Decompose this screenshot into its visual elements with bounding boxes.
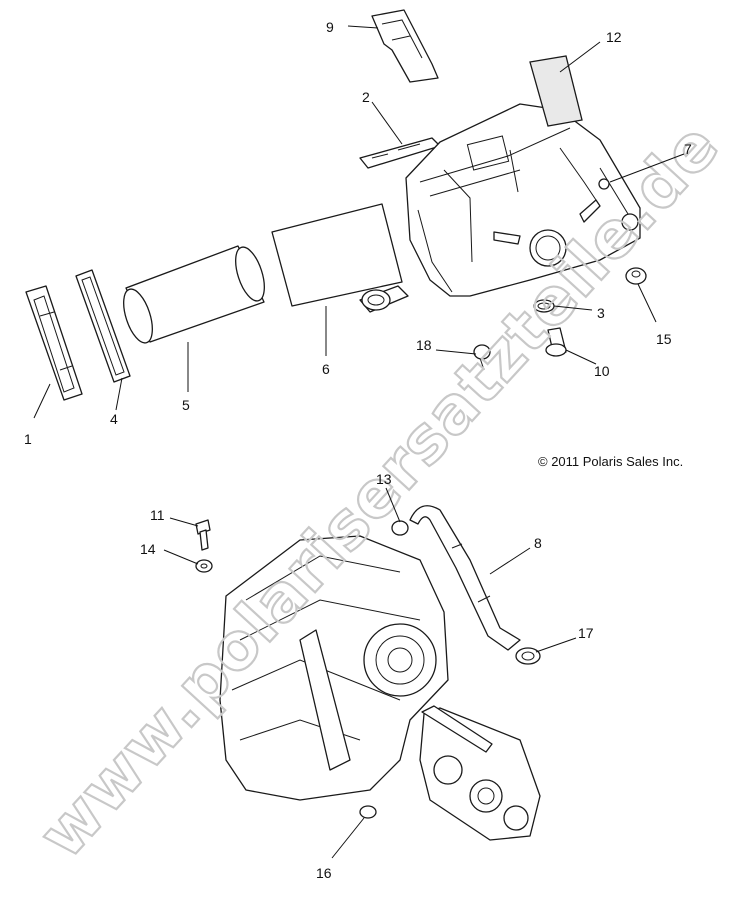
- leader-lines: [33, 25, 685, 859]
- callout-1: 1: [24, 431, 32, 447]
- airbox-housing: [359, 103, 641, 313]
- callout-12: 12: [606, 29, 622, 45]
- part-10-drain: [545, 327, 567, 357]
- part-18-clamp: [473, 344, 491, 371]
- callout-7: 7: [684, 141, 692, 157]
- part-12-decal: [529, 55, 583, 127]
- callout-16: 16: [316, 865, 332, 881]
- callout-6: 6: [322, 361, 330, 377]
- callout-8: 8: [534, 535, 542, 551]
- part-17-clamp: [515, 647, 541, 665]
- callout-11: 11: [150, 507, 165, 523]
- callout-3: 3: [597, 305, 605, 321]
- callout-17: 17: [578, 625, 594, 641]
- part-15-grommet: [625, 267, 647, 285]
- callout-15: 15: [656, 331, 672, 347]
- callout-14: 14: [140, 541, 156, 557]
- callout-10: 10: [594, 363, 610, 379]
- callout-9: 9: [326, 19, 334, 35]
- part-11-bolt: [195, 519, 211, 551]
- part-16-fastener: [359, 805, 377, 819]
- throttle-body: [419, 705, 541, 841]
- copyright-text: © 2011 Polaris Sales Inc.: [538, 454, 683, 469]
- callout-18: 18: [416, 337, 432, 353]
- part-8-hose: [409, 505, 521, 651]
- part-6-filter-wrap: [271, 203, 403, 307]
- callout-labels: 1 2 3 4 5 6 7 8 9 10 11 12 13 14 15 16 1…: [24, 19, 692, 881]
- part-1-cover: [25, 285, 83, 401]
- callout-2: 2: [362, 89, 370, 105]
- part-3-oring: [533, 299, 555, 313]
- part-14-washer: [195, 559, 213, 573]
- part-5-filter: [123, 245, 265, 344]
- part-4-gasket: [75, 269, 131, 383]
- callout-13: 13: [376, 471, 392, 487]
- callout-4: 4: [110, 411, 118, 427]
- engine-assembly: [219, 535, 449, 801]
- callout-5: 5: [182, 397, 190, 413]
- part-9-bracket: [371, 9, 439, 83]
